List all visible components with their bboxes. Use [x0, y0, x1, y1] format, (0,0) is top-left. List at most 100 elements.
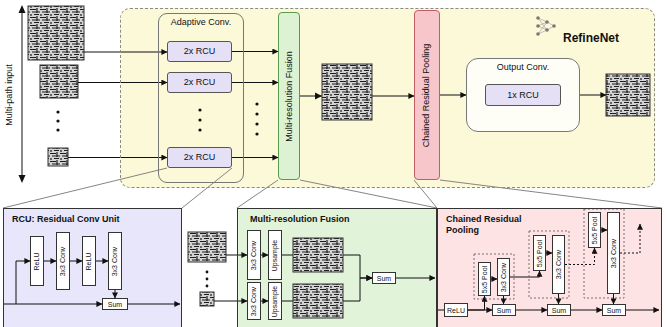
conv-layer: 3x3 Conv	[607, 212, 620, 294]
node-label: Upsample	[272, 239, 279, 271]
node-label: 2x RCU	[184, 47, 216, 56]
branch-wire	[16, 261, 30, 304]
flow-arrow	[232, 157, 278, 158]
flow-arrow	[510, 271, 540, 277]
conv-layer: 3x3 Conv	[552, 235, 565, 294]
pool-layer: 5x5 Pool	[588, 212, 601, 248]
flow-arrow	[44, 261, 56, 262]
group-title: Chained Residual Pooling	[446, 214, 538, 236]
arrow-head	[19, 5, 26, 13]
side-label: Multi-path input	[4, 64, 14, 126]
input-wire	[214, 301, 247, 302]
input-image	[40, 65, 78, 98]
conv-layer: 3x3 Conv	[247, 282, 261, 320]
fused-image	[322, 64, 372, 120]
ellipsis-dot	[206, 278, 209, 281]
node-label: 3x3 Conv	[500, 262, 507, 292]
node-label: 5x5 Pool	[591, 216, 598, 243]
ellipsis-dot	[255, 122, 258, 125]
conv-layer: 3x3 Conv	[247, 230, 261, 280]
input-image	[200, 292, 214, 306]
group-title: Adaptive Conv.	[159, 14, 243, 28]
ellipsis-dot	[198, 118, 201, 121]
arrow-head	[19, 175, 26, 183]
pool-layer: 5x5 Pool	[533, 235, 546, 271]
group-title: Multi-resolution Fusion	[250, 214, 420, 225]
node-label: 3x3 Conv	[112, 246, 119, 276]
group-ground	[120, 8, 655, 188]
input-arrow	[68, 157, 167, 158]
input-image	[48, 148, 68, 166]
fusion-panel: Multi-resolution Fusion3x3 ConvUpsample3…	[237, 208, 437, 327]
upsampled-image	[293, 284, 343, 318]
node-label: 3x3 Conv	[610, 238, 617, 268]
flow-arrow	[96, 261, 108, 262]
flow-arrow	[571, 310, 602, 311]
conv-layer: 3x3 Conv	[56, 232, 70, 290]
rcu-block: 1x RCU	[485, 84, 561, 106]
group-title: RefineNet	[563, 31, 654, 45]
network-icon	[545, 20, 549, 24]
pool-group	[529, 231, 569, 298]
pooling-panel: Chained Residual PoolingReLU 5x5 Pool 3x3 …	[437, 208, 662, 327]
flow-arrow	[503, 296, 504, 304]
flow-arrow	[558, 294, 559, 304]
node-label: ReLU	[34, 252, 41, 270]
group-ground	[437, 208, 662, 327]
rcu-block: 2x RCU	[167, 41, 232, 62]
node-label: 3x3 Conv	[251, 240, 258, 270]
node-label: Sum	[497, 307, 511, 314]
node-label: Upsample	[272, 285, 279, 317]
group-ground	[3, 208, 182, 327]
ellipsis-dot	[56, 119, 59, 122]
network-icon	[552, 24, 556, 28]
conv-layer: 3x3 Conv	[497, 258, 510, 296]
output-image	[606, 74, 650, 116]
conv-layer: 3x3 Conv	[108, 232, 122, 290]
output-wire	[626, 310, 659, 311]
node-label: Multi-resolution Fusion	[285, 51, 294, 142]
node-label: 5x5 Pool	[481, 265, 488, 292]
ellipsis-dot	[56, 110, 59, 113]
output-wire	[128, 304, 180, 305]
relu-layer: ReLU	[444, 303, 468, 317]
flow-arrow	[261, 255, 268, 256]
node-label: Sum	[552, 307, 566, 314]
network-icon	[538, 18, 554, 34]
ellipsis-dot	[255, 102, 258, 105]
group-title: RCU: Residual Conv Unit	[12, 214, 172, 225]
input-arrow	[84, 52, 167, 53]
sum-node: Sum	[102, 298, 128, 310]
node-label: 1x RCU	[507, 91, 539, 100]
flow-arrow	[232, 51, 278, 52]
flow-arrow	[468, 296, 485, 310]
rcu-block: 2x RCU	[167, 72, 232, 93]
node-label: 3x3 Conv	[60, 246, 67, 276]
ellipsis-dot	[206, 271, 209, 274]
upsample-layer: Upsample	[268, 230, 282, 280]
pool-group	[584, 209, 624, 298]
chain-continue	[620, 224, 640, 253]
refinenet-block: RefineNetAdaptive Conv.2x RCU2x RCU2x RC…	[120, 8, 655, 188]
flow-arrow	[115, 290, 116, 298]
zoom-line	[3, 168, 232, 208]
ellipsis-dot	[198, 108, 201, 111]
input-wire	[437, 310, 444, 311]
network-icon	[536, 16, 540, 20]
output-conv-group: Output Conv.1x RCU	[466, 58, 580, 132]
node-label: ReLU	[447, 307, 465, 314]
pool-group	[474, 254, 514, 299]
flow-arrow	[232, 82, 278, 83]
node-label: Sum	[607, 307, 621, 314]
sum-node: Sum	[372, 272, 396, 284]
flow-arrow	[565, 248, 595, 265]
group-ground	[237, 208, 437, 327]
rcu-panel: RCU: Residual Conv UnitReLU3x3 ConvReLU3…	[3, 208, 182, 327]
node-label: 2x RCU	[184, 78, 216, 87]
flow-arrow	[261, 301, 268, 302]
node-label: 3x3 Conv	[251, 286, 258, 316]
upsample-layer: Upsample	[268, 282, 282, 320]
